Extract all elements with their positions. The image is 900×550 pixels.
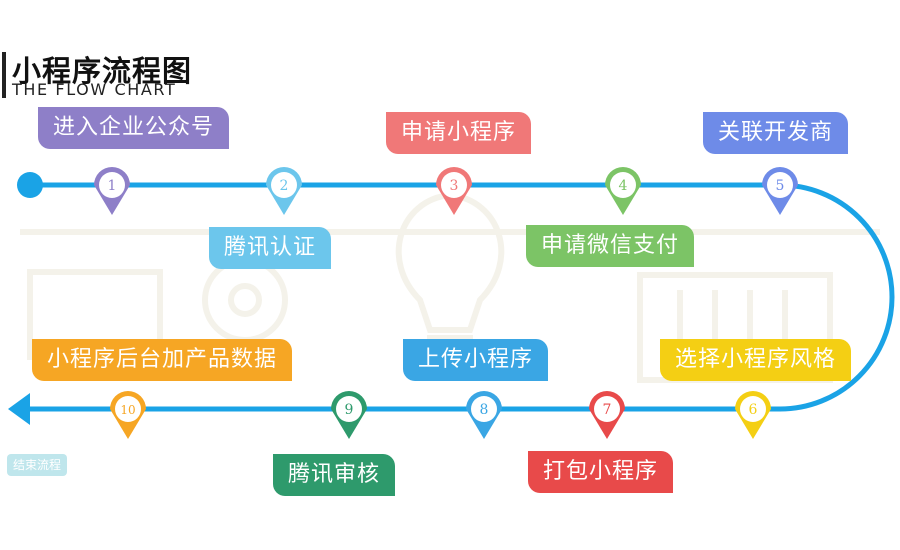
step-label-4: 申请微信支付	[526, 225, 695, 267]
pin-inner-circle	[471, 396, 497, 422]
title-accent-bar	[2, 52, 6, 98]
step-markers: 1 2 3 4 5 6 7 8 9 10	[94, 167, 798, 439]
step-marker-3: 3	[436, 167, 472, 215]
step-number: 3	[450, 178, 459, 194]
pin-inner-circle	[610, 172, 636, 198]
step-number: 10	[120, 403, 135, 417]
step-marker-8: 8	[466, 391, 502, 439]
step-label-5: 关联开发商	[703, 112, 849, 154]
pin-inner-circle	[115, 396, 141, 422]
step-marker-5: 5	[762, 167, 798, 215]
step-label-6: 选择小程序风格	[660, 339, 852, 381]
step-label-8: 上传小程序	[403, 339, 549, 381]
step-number: 9	[345, 402, 354, 418]
step-marker-4: 4	[605, 167, 641, 215]
step-number: 7	[603, 402, 612, 418]
step-number: 8	[480, 402, 489, 418]
pin-inner-circle	[594, 396, 620, 422]
step-marker-6: 6	[735, 391, 771, 439]
pin-inner-circle	[441, 172, 467, 198]
bg-bulb	[395, 191, 505, 333]
page-subtitle: THE FLOW CHART	[12, 80, 177, 99]
step-marker-1: 1	[94, 167, 130, 215]
bg-gear-inner	[228, 283, 262, 317]
pin-inner-circle	[99, 172, 125, 198]
pin-inner-circle	[336, 396, 362, 422]
flow-line	[28, 182, 895, 412]
pin-inner-circle	[271, 172, 297, 198]
step-number: 1	[108, 178, 117, 194]
step-number: 4	[619, 178, 628, 194]
step-label-9: 腾讯审核	[273, 454, 396, 496]
step-marker-2: 2	[266, 167, 302, 215]
step-number: 2	[280, 178, 289, 194]
step-number: 5	[776, 178, 785, 194]
step-marker-10: 10	[110, 391, 146, 439]
step-marker-9: 9	[331, 391, 367, 439]
page-title: 小程序流程图	[12, 54, 193, 88]
step-label-1: 进入企业公众号	[38, 107, 230, 149]
end-arrow	[8, 393, 30, 425]
step-label-10: 小程序后台加产品数据	[32, 339, 293, 381]
start-dot	[17, 172, 43, 198]
step-number: 6	[749, 402, 758, 418]
step-label-3: 申请小程序	[386, 112, 532, 154]
end-flow-tag: 结束流程	[7, 454, 68, 476]
step-label-7: 打包小程序	[528, 451, 674, 493]
pin-inner-circle	[767, 172, 793, 198]
step-label-2: 腾讯认证	[209, 227, 332, 269]
bg-gear	[202, 257, 288, 343]
step-marker-7: 7	[589, 391, 625, 439]
pin-inner-circle	[740, 396, 766, 422]
